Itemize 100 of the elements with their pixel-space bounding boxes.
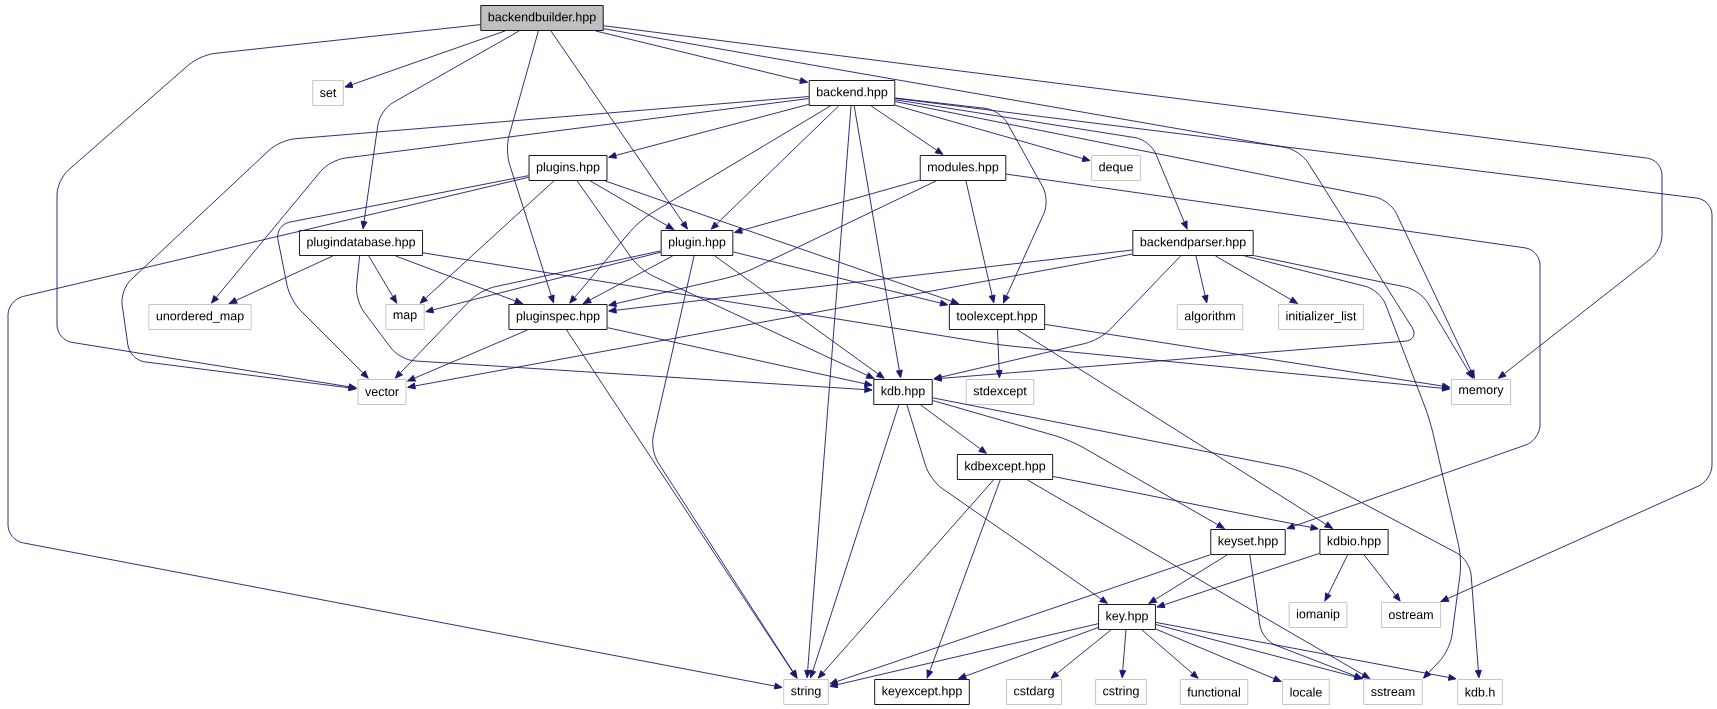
arrow — [607, 327, 873, 388]
arrow — [920, 404, 987, 454]
arrow — [1155, 628, 1282, 682]
arrow — [419, 180, 555, 304]
file-box: cstring — [1095, 679, 1147, 705]
arrow — [829, 554, 1211, 685]
arrow — [121, 96, 810, 392]
file-box: keyexcept.hpp — [874, 679, 970, 705]
file-box: toolexcept.hpp — [948, 304, 1046, 330]
file-box: unordered_map — [148, 304, 252, 330]
file-box: backendparser.hpp — [1132, 230, 1254, 256]
file-box: sstream — [1363, 679, 1423, 705]
arrow — [1214, 255, 1298, 304]
arrow — [894, 104, 1091, 162]
file-box: ostream — [1381, 602, 1442, 628]
file-box: string — [783, 679, 829, 705]
arrow — [1155, 624, 1363, 681]
arrow — [566, 329, 798, 679]
file-box: backendbuilder.hpp — [480, 5, 604, 31]
file-box: deque — [1091, 155, 1141, 181]
arrow — [932, 400, 1225, 529]
arrow — [344, 30, 506, 88]
arrow — [422, 252, 1451, 392]
arrow — [995, 329, 1003, 379]
arrow — [732, 251, 949, 307]
file-box: cstdarg — [1006, 679, 1062, 705]
arrow — [817, 479, 994, 679]
file-box: pluginspec.hpp — [508, 304, 608, 330]
arrow — [1119, 629, 1127, 679]
file-box: set — [312, 80, 344, 106]
file-box: plugindatabase.hpp — [299, 230, 423, 256]
arrow — [894, 99, 1188, 230]
arrow — [1017, 329, 1333, 529]
arrow — [1195, 255, 1209, 304]
arrow — [710, 105, 840, 230]
file-box: memory — [1451, 379, 1511, 405]
file-box: keyset.hpp — [1210, 529, 1286, 555]
arrow — [894, 97, 1713, 602]
arrow — [507, 30, 555, 304]
file-box: functional — [1179, 679, 1249, 705]
file-box: modules.hpp — [919, 155, 1007, 181]
arrow — [368, 255, 398, 304]
arrow — [1156, 552, 1320, 609]
file-box: plugins.hpp — [528, 155, 608, 181]
arrow — [360, 30, 520, 230]
file-box: kdb.hpp — [873, 379, 933, 405]
arrow — [582, 255, 674, 304]
arrow — [1155, 621, 1457, 681]
arrow — [958, 627, 1099, 680]
arrow — [608, 249, 1133, 314]
arrow — [1050, 629, 1112, 679]
arrow — [395, 255, 523, 305]
arrow — [7, 176, 783, 690]
arrow — [1253, 255, 1474, 379]
arrow — [894, 101, 1475, 379]
file-box: key.hpp — [1098, 604, 1156, 630]
arrow — [1148, 554, 1228, 604]
file-box: kdb.h — [1457, 679, 1503, 705]
arrow — [603, 25, 1663, 379]
arrow — [277, 175, 530, 379]
arrow — [1249, 554, 1363, 680]
arrow — [965, 180, 996, 304]
arrow — [1244, 255, 1461, 679]
file-box: kdbio.hpp — [1319, 529, 1389, 555]
arrow — [608, 103, 810, 159]
arrow — [569, 105, 831, 304]
arrow — [652, 255, 798, 679]
arrow — [1141, 629, 1199, 679]
arrow — [1363, 554, 1401, 602]
file-box: kdbexcept.hpp — [956, 454, 1054, 480]
arrow — [56, 24, 481, 391]
arrow — [906, 404, 1108, 604]
arrow — [809, 404, 900, 679]
arrow — [603, 28, 1415, 382]
arrow — [804, 105, 852, 679]
arrow — [407, 329, 529, 382]
arrow — [1044, 324, 1451, 390]
arrow — [1052, 476, 1319, 531]
file-box: iomanip — [1288, 602, 1348, 628]
arrow — [425, 251, 662, 314]
arrow — [933, 255, 1182, 381]
file-box: plugin.hpp — [660, 230, 734, 256]
arrow — [589, 180, 675, 230]
file-box: algorithm — [1176, 304, 1244, 330]
arrow — [714, 255, 885, 379]
arrow — [576, 180, 875, 379]
file-box: vector — [357, 379, 407, 405]
arrow — [870, 105, 944, 155]
arrow — [407, 253, 1133, 390]
arrow — [211, 98, 810, 304]
file-box: locale — [1282, 679, 1330, 705]
arrow — [734, 179, 921, 234]
arrow — [595, 30, 808, 84]
arrow — [228, 255, 334, 304]
arrow — [1005, 173, 1541, 530]
arrow — [1324, 554, 1349, 602]
arrow — [550, 30, 688, 230]
arrow — [932, 397, 1482, 679]
file-box: initializer_list — [1278, 304, 1364, 330]
arrow — [356, 255, 873, 393]
